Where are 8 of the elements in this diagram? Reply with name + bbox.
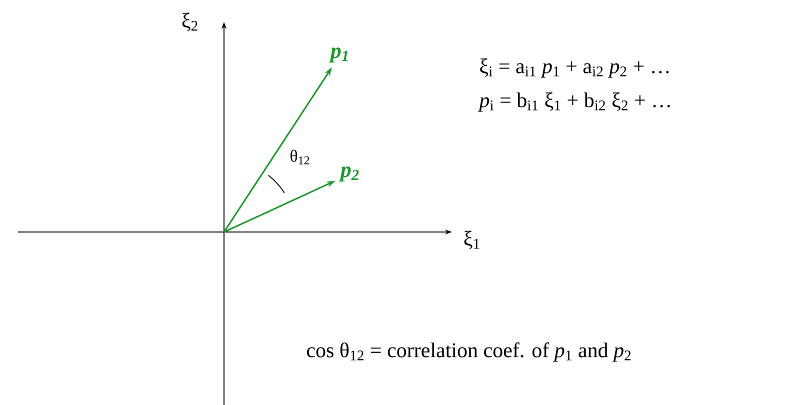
axis-label: ξ$_{1}$ [464, 230, 480, 250]
caption-text: cos θ$_{12}$ = correlation coef. of p$_{1}$ and p$_{2}$ [307, 342, 631, 362]
equation: p$_{i}$ = b$_{i1}$ ξ$_{1}$ + b$_{i2}$ ξ$_{2}$ + … [478, 92, 670, 112]
vector-label: p$_{2}$ [338, 166, 359, 182]
vector-label: p$_{1}$ [328, 47, 348, 63]
angle-label: θ$_{12}$ [290, 150, 310, 164]
axis-label: ξ$_{2}$ [182, 12, 198, 32]
equation: ξ$_{i}$ = a$_{i1}$ p$_{1}$ + a$_{i2}$ p$_{2}$ + … [480, 58, 669, 78]
